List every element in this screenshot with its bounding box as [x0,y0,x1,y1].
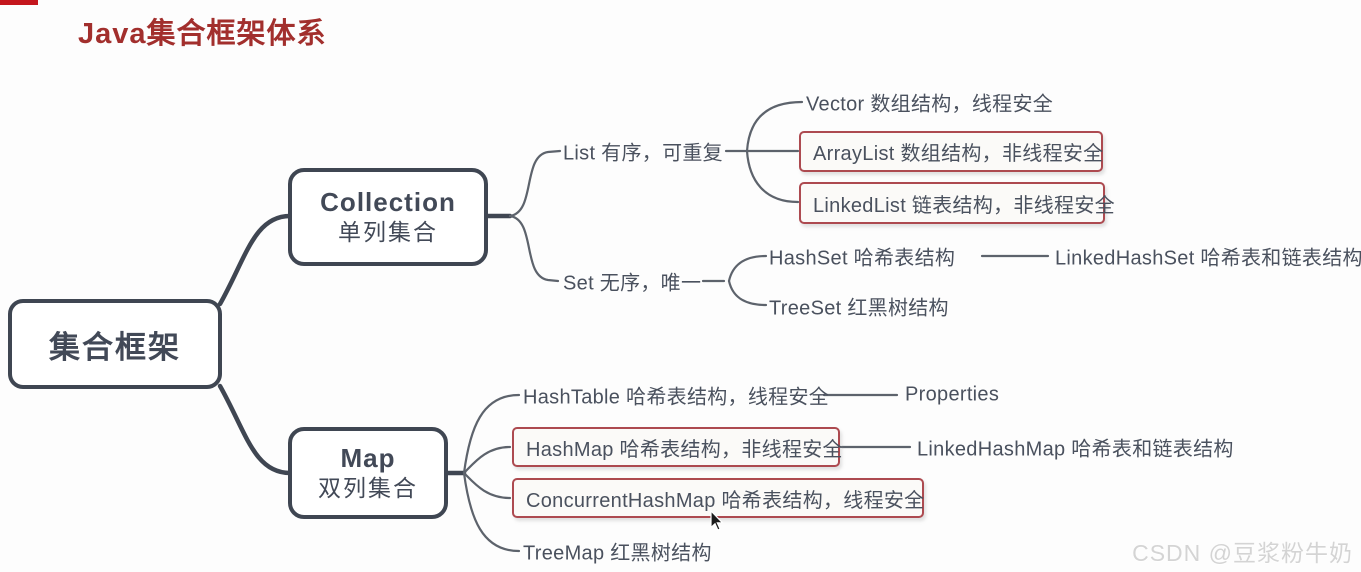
node-map: Map 双列集合 [288,427,448,519]
connector-map-hashmap [462,445,512,475]
connector-set-hashset [727,254,768,283]
connector-list-linkedlist [745,149,800,204]
connector-map-treemap [462,471,521,553]
connector-collection-set [508,214,560,283]
page-title: Java集合框架体系 [78,18,327,50]
watermark: CSDN @豆浆粉牛奶 [1132,540,1353,566]
node-linkedhashset: LinkedHashSet 哈希表和链表结构 [1055,247,1361,270]
node-treeset: TreeSet 红黑树结构 [769,297,949,320]
connector-list-vector [745,100,804,153]
node-set: Set 无序，唯一 [563,272,702,295]
connector-set-treeset [727,279,768,307]
node-vector: Vector 数组结构，线程安全 [806,93,1054,116]
connector-map-concurrenthashmap [462,471,512,500]
node-hashtable: HashTable 哈希表结构，线程安全 [523,386,830,409]
node-linkedlist: LinkedList 链表结构，非线程安全 [799,182,1115,224]
node-hashmap: HashMap 哈希表结构，非线程安全 [512,427,843,467]
connector-root-map [217,383,293,476]
node-map-subtitle: 双列集合 [318,475,418,502]
node-collection-title: Collection [320,186,456,217]
node-map-title: Map [340,442,396,473]
node-root-label: 集合框架 [49,329,181,365]
node-collection: Collection 单列集合 [288,168,488,266]
node-hashset: HashSet 哈希表结构 [769,247,956,270]
node-concurrenthashmap: ConcurrentHashMap 哈希表结构，线程安全 [512,478,924,518]
connector-collection-list [508,149,562,218]
node-root: 集合框架 [8,299,222,389]
connector-map-hashtable [462,393,521,475]
node-collection-subtitle: 单列集合 [338,219,438,246]
node-arraylist: ArrayList 数组结构，非线程安全 [799,131,1103,172]
node-properties: Properties [905,383,1000,406]
connector-root-collection [217,213,293,307]
node-treemap: TreeMap 红黑树结构 [523,542,712,565]
node-list: List 有序，可重复 [563,142,723,165]
corner-accent-bar [0,0,38,5]
node-linkedhashmap: LinkedHashMap 哈希表和链表结构 [917,438,1234,461]
